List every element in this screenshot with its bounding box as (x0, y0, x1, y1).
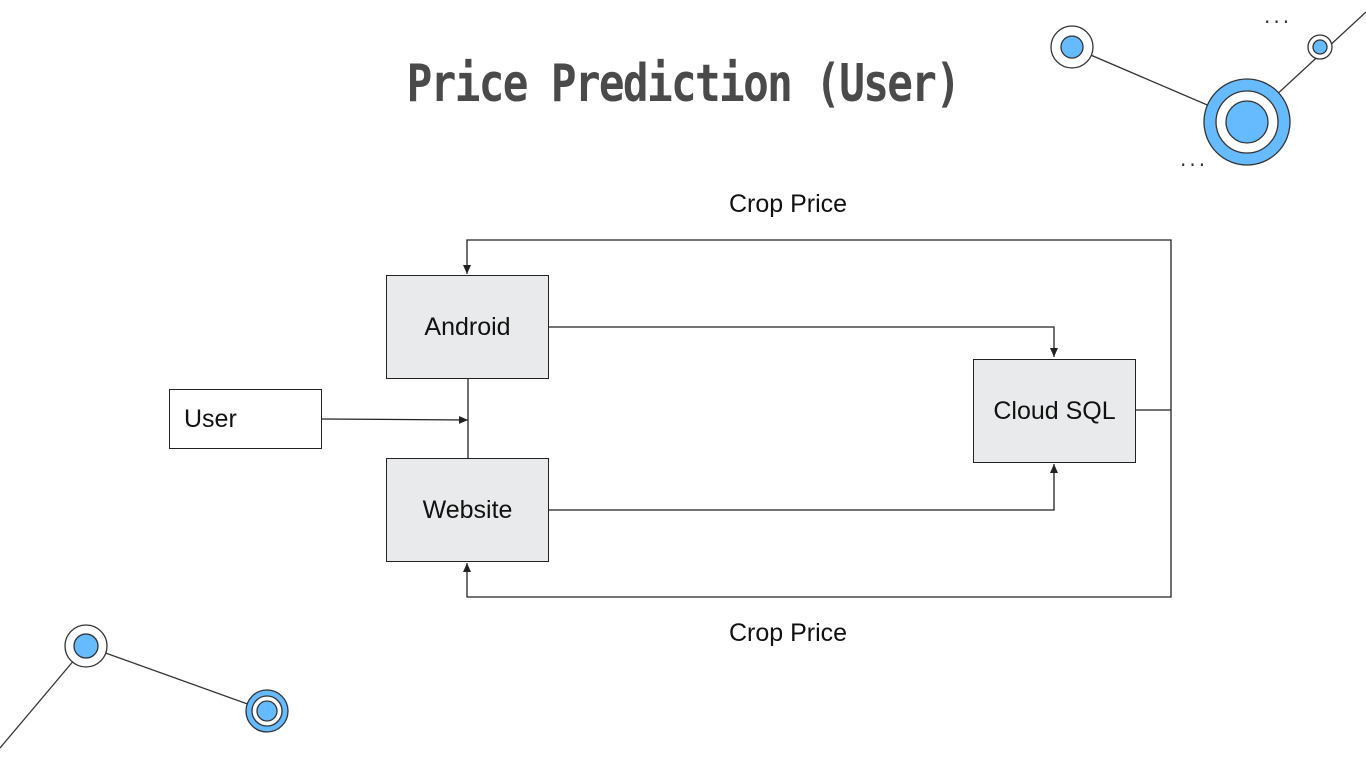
edge-label-top: Crop Price (728, 190, 848, 218)
deco-node-medium (64, 624, 108, 668)
page-title: Price Prediction (User) (406, 54, 961, 114)
edge-android-to-cloudsql (548, 326, 1058, 357)
cloud-sql-box: Cloud SQL (973, 359, 1136, 463)
website-box: Website (386, 458, 549, 562)
cloud-sql-label: Cloud SQL (993, 396, 1116, 425)
android-label: Android (424, 312, 511, 341)
edge-cloudsql-to-website (463, 410, 1172, 598)
android-box: Android (386, 275, 549, 379)
deco-node-small (1307, 34, 1333, 60)
edge-label-bottom: Crop Price (728, 619, 848, 647)
ellipsis-top-right: ··· (1264, 10, 1293, 34)
deco-node-ring (245, 689, 289, 733)
deco-node-medium (1050, 25, 1094, 69)
deco-line (85, 645, 268, 712)
deco-line (0, 645, 87, 749)
edge-cloudsql-to-android (463, 239, 1172, 410)
ellipsis-mid-right: ··· (1180, 153, 1209, 177)
user-label: User (184, 404, 237, 433)
edge-website-to-cloudsql (548, 464, 1058, 511)
deco-node-large (1203, 78, 1291, 166)
website-label: Website (422, 495, 513, 524)
user-box: User (169, 389, 322, 449)
edge-user-to-apps (321, 415, 469, 424)
